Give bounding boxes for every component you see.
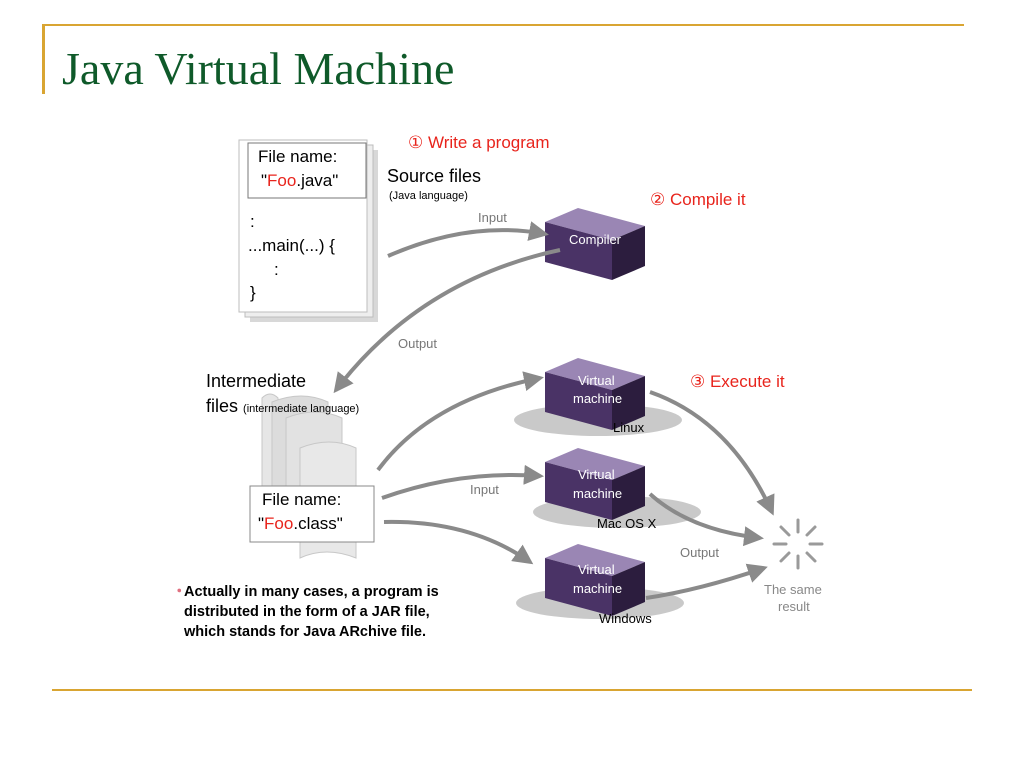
vm-linux-line2: machine (573, 391, 623, 406)
source-files-label: Source files (387, 166, 482, 186)
source-file-name-value: "Foo.java" (261, 171, 339, 190)
left-accent-bar (42, 24, 45, 94)
source-file-name-label: File name: (258, 147, 338, 166)
vm-linux-os: Linux (613, 420, 645, 435)
code-line-2: ...main(...) { (248, 236, 335, 255)
step-execute-label: ③ Execute it (690, 372, 785, 391)
intermediate-file-name-label: File name: (262, 490, 342, 509)
arrow-label-output-right: Output (680, 545, 720, 560)
step-compile-label: ② Compile it (650, 190, 746, 209)
vm-box-macos (545, 448, 645, 520)
note-line-1: Actually in many cases, a program is (184, 584, 439, 600)
jar-note: ・ Actually in many cases, a program is d… (172, 582, 439, 642)
note-line-3: which stands for Java ARchive file. (184, 624, 427, 640)
code-line-3: : (274, 260, 279, 279)
vm-box-linux (545, 358, 645, 430)
intermediate-label-line2: files (intermediate language) (206, 396, 360, 416)
arrow-label-input-top: Input (478, 210, 507, 225)
top-rule (42, 24, 964, 26)
vm-macos-line1: Virtual (578, 467, 615, 482)
arrow-label-input-mid: Input (470, 482, 499, 497)
vm-windows-os: Windows (599, 611, 652, 626)
note-bullet: ・ (172, 584, 187, 600)
result-label-line2: result (778, 599, 810, 614)
same-result-icon (772, 518, 824, 570)
bottom-rule (52, 689, 972, 691)
compiler-box (545, 208, 645, 280)
step-write-label: ① Write a program (408, 133, 550, 152)
vm-macos-line2: machine (573, 486, 623, 501)
vm-windows-line1: Virtual (578, 562, 615, 577)
arrow-label-output-left: Output (398, 336, 438, 351)
code-line-1: : (250, 212, 255, 231)
intermediate-file-scrolls (249, 393, 375, 559)
code-line-4: } (250, 283, 256, 302)
vm-windows-line2: machine (573, 581, 623, 596)
slide-title: Java Virtual Machine (62, 43, 455, 94)
source-file-pages (238, 139, 378, 322)
source-files-sublabel: (Java language) (389, 190, 468, 202)
vm-linux-line1: Virtual (578, 373, 615, 388)
intermediate-label-line1: Intermediate (206, 371, 307, 391)
vm-macos-os: Mac OS X (597, 516, 657, 531)
note-line-2: distributed in the form of a JAR file, (184, 604, 430, 620)
flow-arrows (333, 221, 775, 600)
intermediate-file-name-value: "Foo.class" (258, 514, 343, 533)
compiler-label: Compiler (569, 232, 622, 247)
result-label-line1: The same (764, 582, 822, 597)
vm-box-windows (545, 544, 645, 616)
